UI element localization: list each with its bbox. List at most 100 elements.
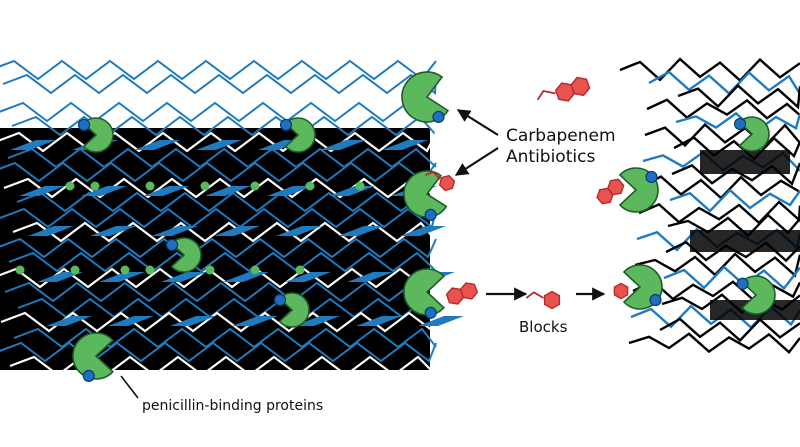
lattice-slab bbox=[232, 316, 278, 326]
lattice-slab bbox=[418, 316, 464, 326]
blocks-label: Blocks bbox=[519, 318, 568, 336]
penicillin-binding-proteins-group bbox=[72, 71, 776, 382]
lattice-slab bbox=[400, 226, 446, 236]
broken-strand bbox=[632, 279, 800, 302]
lattice-strand bbox=[0, 341, 437, 363]
carbapenem-molecule bbox=[525, 290, 561, 310]
lattice-slab bbox=[285, 272, 331, 282]
penicillin-binding-protein bbox=[622, 264, 663, 310]
broken-strand bbox=[634, 252, 800, 278]
antibiotics-label: Antibiotics bbox=[506, 147, 595, 167]
carbapenem-label: Carbapenem bbox=[506, 126, 616, 146]
lattice-slab bbox=[223, 272, 269, 282]
lattice-strand bbox=[2, 73, 437, 95]
crosslink-dot bbox=[15, 265, 25, 275]
penicillin-binding-protein bbox=[279, 117, 316, 153]
lattice-slab bbox=[81, 186, 127, 196]
crosslink-dot bbox=[120, 265, 130, 275]
crosslink-dot bbox=[70, 265, 80, 275]
lattice-slab bbox=[276, 226, 322, 236]
arrow-to-protein-middle bbox=[454, 147, 499, 176]
broken-strand bbox=[669, 188, 800, 213]
lattice-slab bbox=[205, 186, 251, 196]
lattice-strand bbox=[11, 115, 437, 137]
broken-cell-wall bbox=[619, 57, 800, 354]
carbapenem-molecules-group bbox=[425, 76, 629, 310]
active-site bbox=[432, 110, 445, 124]
lattice-slab bbox=[196, 140, 242, 150]
lattice-slab bbox=[382, 140, 428, 150]
lattice-slab bbox=[19, 186, 65, 196]
broken-strand bbox=[628, 332, 800, 354]
intact-cell-wall bbox=[0, 59, 464, 377]
crosslink-dot bbox=[355, 181, 365, 191]
active-site bbox=[165, 238, 179, 252]
broken-wall-fragment bbox=[690, 230, 800, 252]
active-site bbox=[645, 170, 658, 184]
crosslink-dot bbox=[200, 181, 210, 191]
lattice-slab bbox=[161, 272, 207, 282]
penicillin-binding-protein bbox=[72, 332, 114, 382]
crosslink-dot bbox=[250, 265, 260, 275]
carbapenem-molecule bbox=[596, 178, 625, 205]
arrow-to-protein-top bbox=[456, 109, 499, 136]
lattice-slab bbox=[294, 316, 340, 326]
active-site bbox=[736, 277, 749, 290]
lattice-slab bbox=[90, 226, 136, 236]
crosslink-dot bbox=[90, 181, 100, 191]
lattice-slab bbox=[152, 226, 198, 236]
crosslink-dot bbox=[205, 265, 215, 275]
lattice-slab bbox=[143, 186, 189, 196]
active-site bbox=[77, 118, 91, 132]
active-site bbox=[649, 293, 662, 307]
lattice-strand bbox=[0, 207, 437, 229]
pbp-leader-line bbox=[120, 375, 139, 399]
penicillin-binding-protein bbox=[403, 268, 445, 319]
carbapenem-molecule bbox=[445, 282, 479, 305]
broken-strand bbox=[644, 122, 800, 148]
crosslink-dot bbox=[305, 181, 315, 191]
lattice-slab bbox=[99, 272, 145, 282]
active-site bbox=[273, 293, 287, 307]
carbapenem-molecule bbox=[425, 170, 456, 192]
penicillin-binding-protein bbox=[403, 170, 448, 221]
broken-wall-fragment bbox=[700, 150, 790, 174]
lattice-strand bbox=[0, 101, 437, 123]
active-site bbox=[424, 208, 437, 221]
broken-strand bbox=[663, 265, 800, 291]
lattice-slab bbox=[10, 140, 56, 150]
lattice-slab bbox=[267, 186, 313, 196]
lattice-slab bbox=[108, 316, 154, 326]
broken-strand bbox=[619, 57, 800, 83]
lattice-strand bbox=[12, 221, 437, 243]
lattice-slab bbox=[134, 140, 180, 150]
crosslink-dot bbox=[145, 181, 155, 191]
lattice-slab bbox=[46, 316, 92, 326]
broken-strand bbox=[671, 162, 800, 186]
lattice-slab bbox=[356, 316, 402, 326]
lattice-strand bbox=[13, 327, 437, 349]
broken-strand bbox=[638, 200, 800, 225]
lattice-strand bbox=[8, 251, 437, 273]
lattice-slab bbox=[28, 226, 74, 236]
lattice-strand bbox=[0, 59, 437, 81]
crosslink-dot bbox=[145, 265, 155, 275]
active-site bbox=[279, 118, 293, 132]
lattice-strand bbox=[15, 87, 437, 109]
penicillin-binding-protein bbox=[165, 237, 202, 273]
lattice-slab bbox=[214, 226, 260, 236]
active-site bbox=[82, 369, 95, 382]
broken-strand bbox=[659, 317, 800, 343]
penicillin-binding-protein bbox=[736, 275, 776, 315]
broken-strand bbox=[640, 175, 800, 200]
penicillin-binding-protein bbox=[273, 292, 310, 328]
arrows bbox=[120, 109, 606, 399]
lattice-strand bbox=[0, 237, 437, 259]
pbp-label: penicillin-binding proteins bbox=[142, 398, 323, 414]
lattice-strand bbox=[0, 161, 437, 183]
lattice-slab bbox=[347, 272, 393, 282]
lattice-strand bbox=[4, 281, 437, 303]
active-site bbox=[733, 117, 747, 131]
broken-strand bbox=[667, 213, 800, 238]
